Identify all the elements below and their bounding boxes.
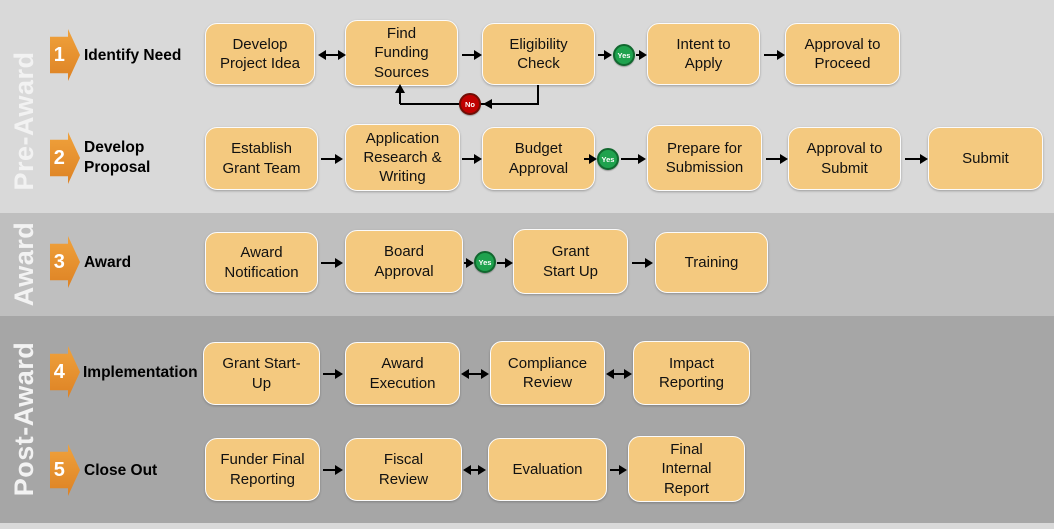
arrow-right bbox=[610, 465, 627, 475]
step-training: Training bbox=[655, 232, 768, 293]
step-develop-project-idea: Develop Project Idea bbox=[205, 23, 315, 85]
arrow-right bbox=[598, 50, 612, 60]
arrow-right bbox=[462, 50, 482, 60]
step-funder-final-reporting: Funder Final Reporting bbox=[205, 438, 320, 501]
decision-badge-yes: Yes bbox=[474, 251, 496, 273]
decision-badge-no: No bbox=[459, 93, 481, 115]
no-loop-arrowhead-left bbox=[483, 99, 492, 109]
step-budget-approval: Budget Approval bbox=[482, 127, 595, 190]
arrow-double bbox=[318, 50, 346, 60]
phase-number: 4 bbox=[53, 360, 65, 383]
step-application-research-writing: Application Research & Writing bbox=[345, 124, 460, 191]
step-award-execution: Award Execution bbox=[345, 342, 460, 405]
decision-badge-yes: Yes bbox=[613, 44, 635, 66]
step-grant-start-up: Grant Start Up bbox=[513, 229, 628, 294]
phase-number: 5 bbox=[53, 458, 65, 481]
row-label-implementation: Implementation bbox=[83, 364, 198, 381]
phase-number: 1 bbox=[53, 43, 65, 66]
arrow-right bbox=[464, 258, 474, 268]
step-eligibility-check: Eligibility Check bbox=[482, 23, 595, 85]
step-fiscal-review: Fiscal Review bbox=[345, 438, 462, 501]
step-impact-reporting: Impact Reporting bbox=[633, 341, 750, 405]
arrow-right bbox=[321, 258, 343, 268]
no-loop-segment bbox=[399, 90, 401, 104]
step-prepare-for-submission: Prepare for Submission bbox=[647, 125, 762, 191]
decision-badge-yes: Yes bbox=[597, 148, 619, 170]
arrow-right bbox=[497, 258, 513, 268]
no-loop-segment bbox=[537, 85, 539, 104]
step-approval-to-proceed: Approval to Proceed bbox=[785, 23, 900, 85]
row-label-develop-proposal: Develop Proposal bbox=[84, 139, 151, 177]
step-find-funding-sources: Find Funding Sources bbox=[345, 20, 458, 86]
arrow-double bbox=[463, 465, 486, 475]
arrow-right bbox=[323, 369, 343, 379]
row-label-identify-need: Identify Need bbox=[84, 47, 182, 64]
step-board-approval: Board Approval bbox=[345, 230, 463, 293]
arrow-right bbox=[632, 258, 653, 268]
step-grant-start-up-implementation: Grant Start- Up bbox=[203, 342, 320, 405]
band-label-post-award: Post-Award bbox=[9, 341, 39, 497]
step-final-internal-report: Final Internal Report bbox=[628, 436, 745, 502]
arrow-right bbox=[766, 154, 788, 164]
step-approval-to-submit: Approval to Submit bbox=[788, 127, 901, 190]
arrow-right bbox=[764, 50, 785, 60]
arrow-right bbox=[323, 465, 343, 475]
step-establish-grant-team: Establish Grant Team bbox=[205, 127, 318, 190]
arrow-right bbox=[636, 50, 647, 60]
step-submit: Submit bbox=[928, 127, 1043, 190]
phase-number: 2 bbox=[53, 146, 65, 169]
arrow-right bbox=[321, 154, 343, 164]
arrow-double bbox=[606, 369, 632, 379]
arrow-right bbox=[621, 154, 646, 164]
step-intent-to-apply: Intent to Apply bbox=[647, 23, 760, 85]
arrow-double bbox=[461, 369, 489, 379]
row-label-award: Award bbox=[84, 254, 132, 271]
row-label-close-out: Close Out bbox=[84, 462, 158, 479]
step-award-notification: Award Notification bbox=[205, 232, 318, 293]
arrow-right bbox=[584, 154, 597, 164]
phase-number: 3 bbox=[53, 250, 65, 273]
no-loop-arrowhead-up bbox=[395, 84, 405, 93]
arrow-right bbox=[905, 154, 928, 164]
step-evaluation: Evaluation bbox=[488, 438, 607, 501]
arrow-right bbox=[462, 154, 482, 164]
step-compliance-review: Compliance Review bbox=[490, 341, 605, 405]
